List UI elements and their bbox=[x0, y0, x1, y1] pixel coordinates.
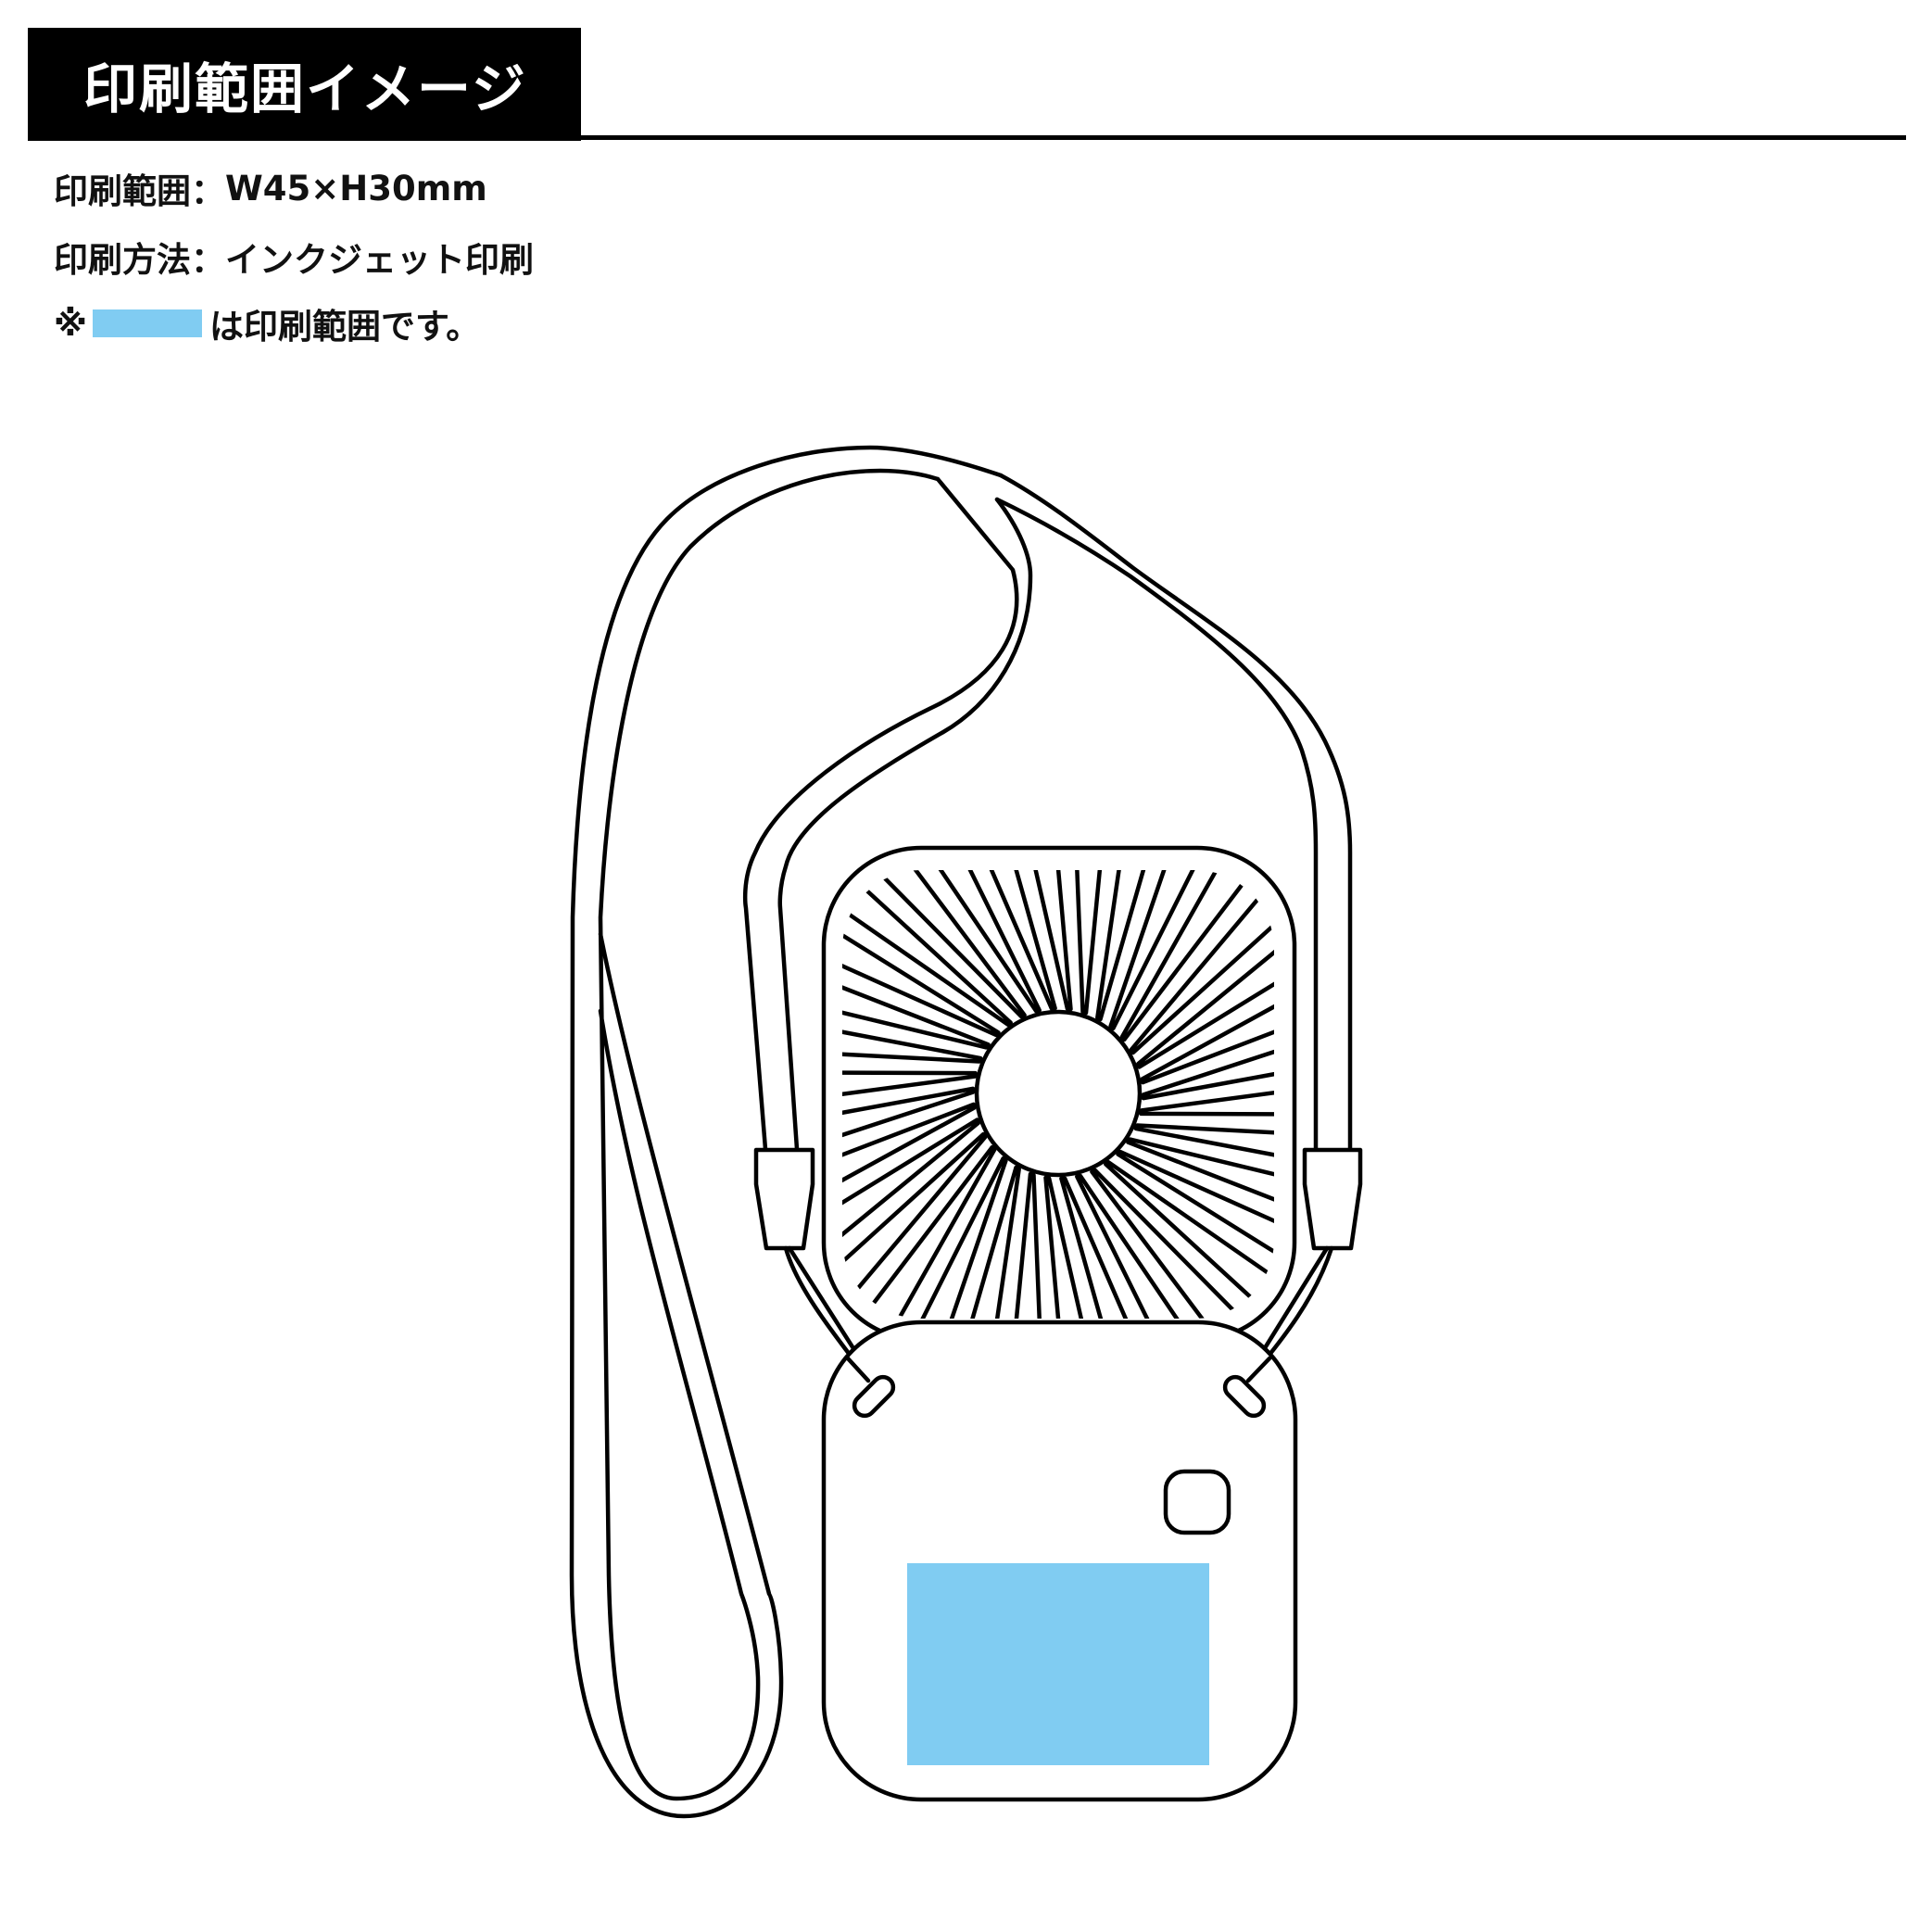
left-cord-end bbox=[845, 1356, 871, 1383]
fan-slat bbox=[1068, 870, 1116, 1016]
fan-slat bbox=[1095, 870, 1182, 1022]
legend-note: ※ は印刷範囲です。 bbox=[54, 298, 480, 348]
fan-slat bbox=[842, 1131, 988, 1319]
spec-separator: ： bbox=[191, 240, 225, 280]
spec-separator: ： bbox=[191, 171, 225, 211]
fan-slat bbox=[872, 1155, 1008, 1319]
fan-slat bbox=[1090, 1168, 1274, 1319]
strap-left-segment-a bbox=[742, 476, 1019, 1152]
fan-slat bbox=[1001, 870, 1073, 1012]
fan-slat bbox=[1119, 870, 1274, 1042]
strap-right-inner-line bbox=[994, 497, 1319, 1152]
strap-right-outer-line bbox=[998, 473, 1353, 1152]
page-title: 印刷範囲イメージ bbox=[83, 57, 527, 120]
header-title-box: 印刷範囲イメージ bbox=[28, 28, 581, 141]
fan-slat bbox=[842, 1102, 977, 1249]
print-area-legend-swatch bbox=[92, 309, 202, 337]
note-mark: ※ bbox=[54, 303, 87, 344]
fan-slat bbox=[1104, 1160, 1274, 1319]
right-cord-stopper bbox=[1302, 1147, 1363, 1251]
fan-slat bbox=[934, 870, 1057, 1011]
fan-slat bbox=[1108, 870, 1244, 1031]
fan-slat bbox=[1136, 878, 1274, 1069]
fan-slat bbox=[872, 870, 1042, 1014]
fan-slat bbox=[1116, 1149, 1274, 1308]
fan-slat bbox=[842, 1002, 983, 1064]
fan-slat bbox=[1133, 1123, 1274, 1185]
note-text: は印刷範囲です。 bbox=[208, 307, 481, 347]
fan-slat bbox=[1075, 1173, 1244, 1319]
fan-slat bbox=[842, 938, 991, 1050]
print-area bbox=[907, 1563, 1209, 1765]
spec-print-area: 印刷範囲：W45×H30mm bbox=[54, 163, 487, 213]
strap-left-segment-b bbox=[777, 497, 1033, 1152]
fan-slat bbox=[842, 1118, 980, 1308]
spec-print-area-value: W45×H30mm bbox=[225, 168, 487, 208]
right-strap-loop bbox=[1222, 1374, 1267, 1419]
spec-print-method-value: インクジェット印刷 bbox=[225, 240, 534, 280]
header-rule bbox=[581, 135, 1906, 140]
strap-inner-line bbox=[598, 468, 941, 1801]
fan-slat bbox=[1126, 1137, 1274, 1249]
strap-outer-line bbox=[569, 445, 1004, 1819]
spec-print-method-label: 印刷方法 bbox=[54, 240, 191, 280]
fan-slat bbox=[1129, 870, 1274, 1055]
fan-slat bbox=[1059, 1176, 1182, 1319]
right-cord-end bbox=[1245, 1356, 1272, 1383]
left-cord-stopper bbox=[753, 1147, 815, 1251]
spec-print-area-label: 印刷範囲 bbox=[54, 171, 191, 211]
fan-slat bbox=[842, 1086, 976, 1185]
fan-grille bbox=[842, 870, 1274, 1319]
fan-hub bbox=[974, 1009, 1143, 1178]
fan-slat bbox=[1140, 938, 1274, 1085]
fan-slat bbox=[1139, 1069, 1274, 1118]
fan-slat bbox=[934, 1165, 1021, 1319]
fan-slat bbox=[842, 878, 1001, 1038]
left-strap-loop bbox=[852, 1374, 896, 1419]
power-button bbox=[1163, 1469, 1231, 1535]
fan-slat bbox=[842, 1069, 978, 1118]
fan-slat bbox=[1141, 1002, 1274, 1101]
fan-slat bbox=[842, 870, 1027, 1019]
fan-slat bbox=[1001, 1171, 1048, 1319]
fan-slat bbox=[1043, 1175, 1116, 1319]
spec-print-method: 印刷方法：インクジェット印刷 bbox=[54, 232, 534, 282]
